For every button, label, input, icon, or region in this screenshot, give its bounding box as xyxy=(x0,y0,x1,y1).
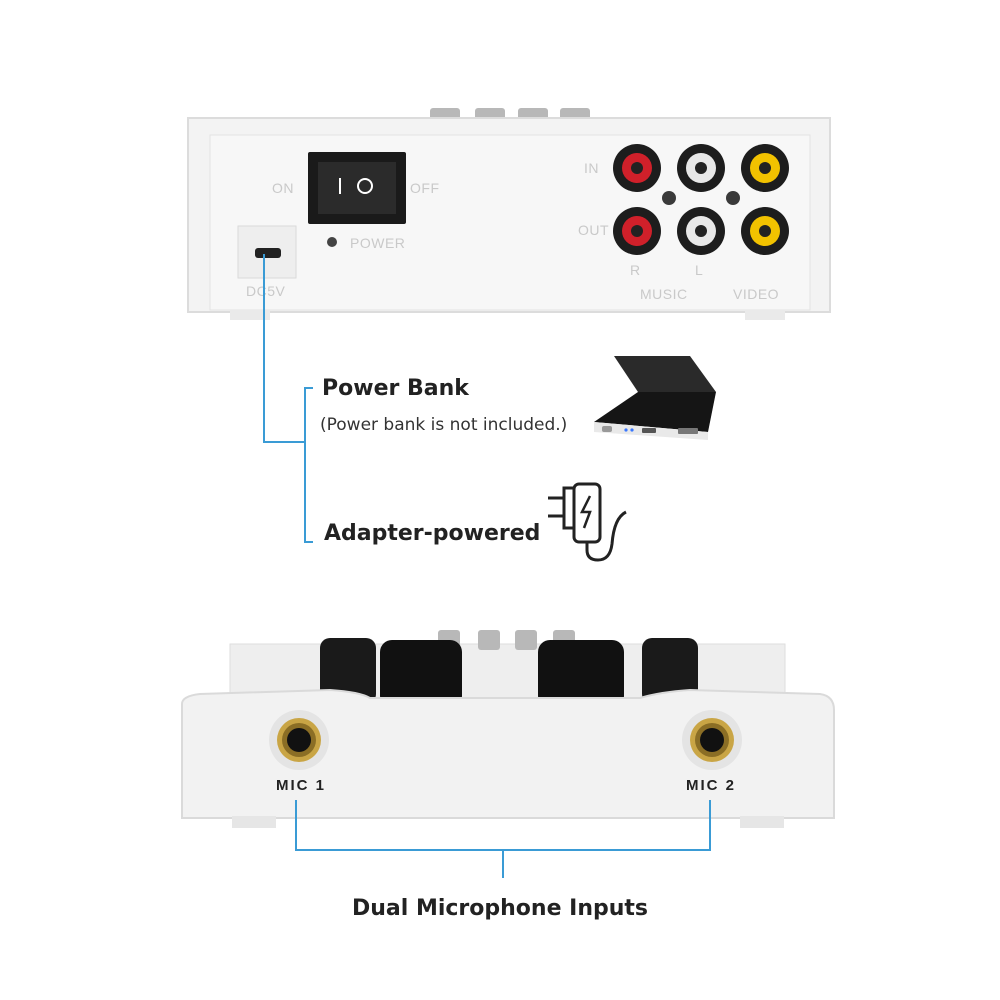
r-label: R xyxy=(630,262,641,278)
rca-jacks[interactable] xyxy=(613,144,789,255)
mic-callout-lines xyxy=(295,800,711,878)
in-label: IN xyxy=(584,160,599,176)
mic2-jack[interactable] xyxy=(682,710,742,770)
power-bank-title: Power Bank xyxy=(322,376,469,401)
switch-off-label: OFF xyxy=(410,180,440,196)
power-rocker-switch[interactable] xyxy=(308,152,406,224)
dc-label: DC5V xyxy=(246,283,286,299)
mic1-label: MIC 1 xyxy=(276,777,327,794)
mic2-label: MIC 2 xyxy=(686,777,737,794)
switch-on-label: ON xyxy=(272,180,294,196)
volume-knobs[interactable] xyxy=(320,638,698,708)
power-callout-lines xyxy=(263,254,313,543)
video-label: VIDEO xyxy=(733,286,780,302)
mic1-jack[interactable] xyxy=(269,710,329,770)
rear-panel xyxy=(187,108,831,320)
power-bank-icon xyxy=(594,356,716,440)
adapter-title: Adapter-powered xyxy=(324,521,541,546)
micro-usb-port[interactable] xyxy=(237,225,297,279)
power-bank-note: (Power bank is not included.) xyxy=(320,415,568,435)
power-label: POWER xyxy=(350,235,406,251)
out-label: OUT xyxy=(578,222,610,238)
adapter-plug-icon xyxy=(540,472,636,568)
l-label: L xyxy=(695,262,704,278)
front-panel xyxy=(181,630,835,828)
caption-dual-mic: Dual Microphone Inputs xyxy=(351,896,649,921)
music-label: MUSIC xyxy=(640,286,688,302)
power-led xyxy=(327,237,337,247)
